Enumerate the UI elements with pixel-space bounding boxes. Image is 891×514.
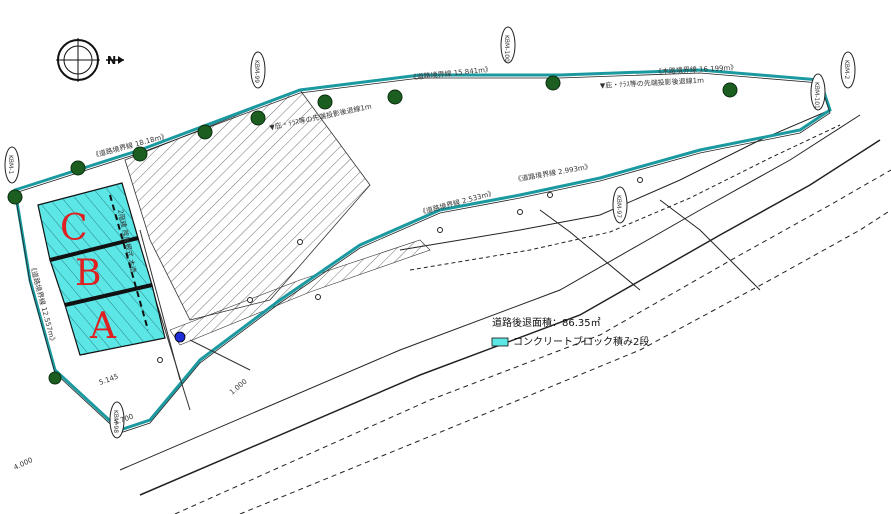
setback-hatch-strip (169, 239, 431, 346)
legend-area-text: 道路後退面積：86.35㎡ (492, 316, 601, 329)
kbm-label: KBM-98 (112, 410, 119, 433)
north-compass: N (56, 38, 124, 82)
trees (7, 75, 738, 385)
dimension-labels: 5.145 1.700 4.000 1.000 (12, 373, 248, 472)
kbm-label: KBM-99 (253, 60, 260, 83)
boundary-label: 《道路境界線 2.993m》 (514, 162, 592, 184)
lot-letter-a: A (89, 306, 117, 347)
lots (37, 182, 166, 356)
kbm-markers: KBM-99 KBM-100 KBM-1 KBM-2 KBM-98 KBM-97… (4, 26, 856, 439)
kbm-label: KBM-2 (843, 60, 850, 79)
kbm-label: KBM-97 (615, 195, 622, 218)
survey-points (157, 177, 643, 363)
dimension-label: 5.145 (98, 373, 120, 387)
kbm-label: KBM-1 (7, 155, 14, 174)
lot-letter-c: C (60, 208, 88, 249)
boundary-label: 《木路境界線 16.199m》 (655, 63, 738, 76)
lot-c-hatch (38, 183, 138, 260)
kbm-label: KBM-101 (813, 82, 820, 109)
kbm-label: KBM-100 (503, 35, 510, 62)
boundary-label: ▼庇・ﾃﾗｽ等の先端投影後退線1m (600, 76, 705, 90)
legend-swatch (491, 337, 509, 347)
legend: 道路後退面積：86.35㎡ コンクリートブロック積み2段 (491, 316, 649, 348)
dimension-label: 1.000 (228, 378, 248, 397)
boundary-label: 《道路境界線 15.841m》 (409, 64, 492, 82)
lot-letter-b: B (75, 253, 101, 294)
boundary-label: 《道路境界線 12.557m》 (28, 263, 58, 345)
site-boundary (13, 68, 832, 434)
legend-swatch-label: コンクリートブロック積み2段 (513, 335, 649, 348)
dimension-label: 4.000 (12, 456, 34, 472)
benchmark-point (174, 331, 186, 343)
compass-north-label: N (107, 54, 116, 67)
road-edges (119, 109, 891, 514)
setback-hatch-area (124, 89, 371, 321)
